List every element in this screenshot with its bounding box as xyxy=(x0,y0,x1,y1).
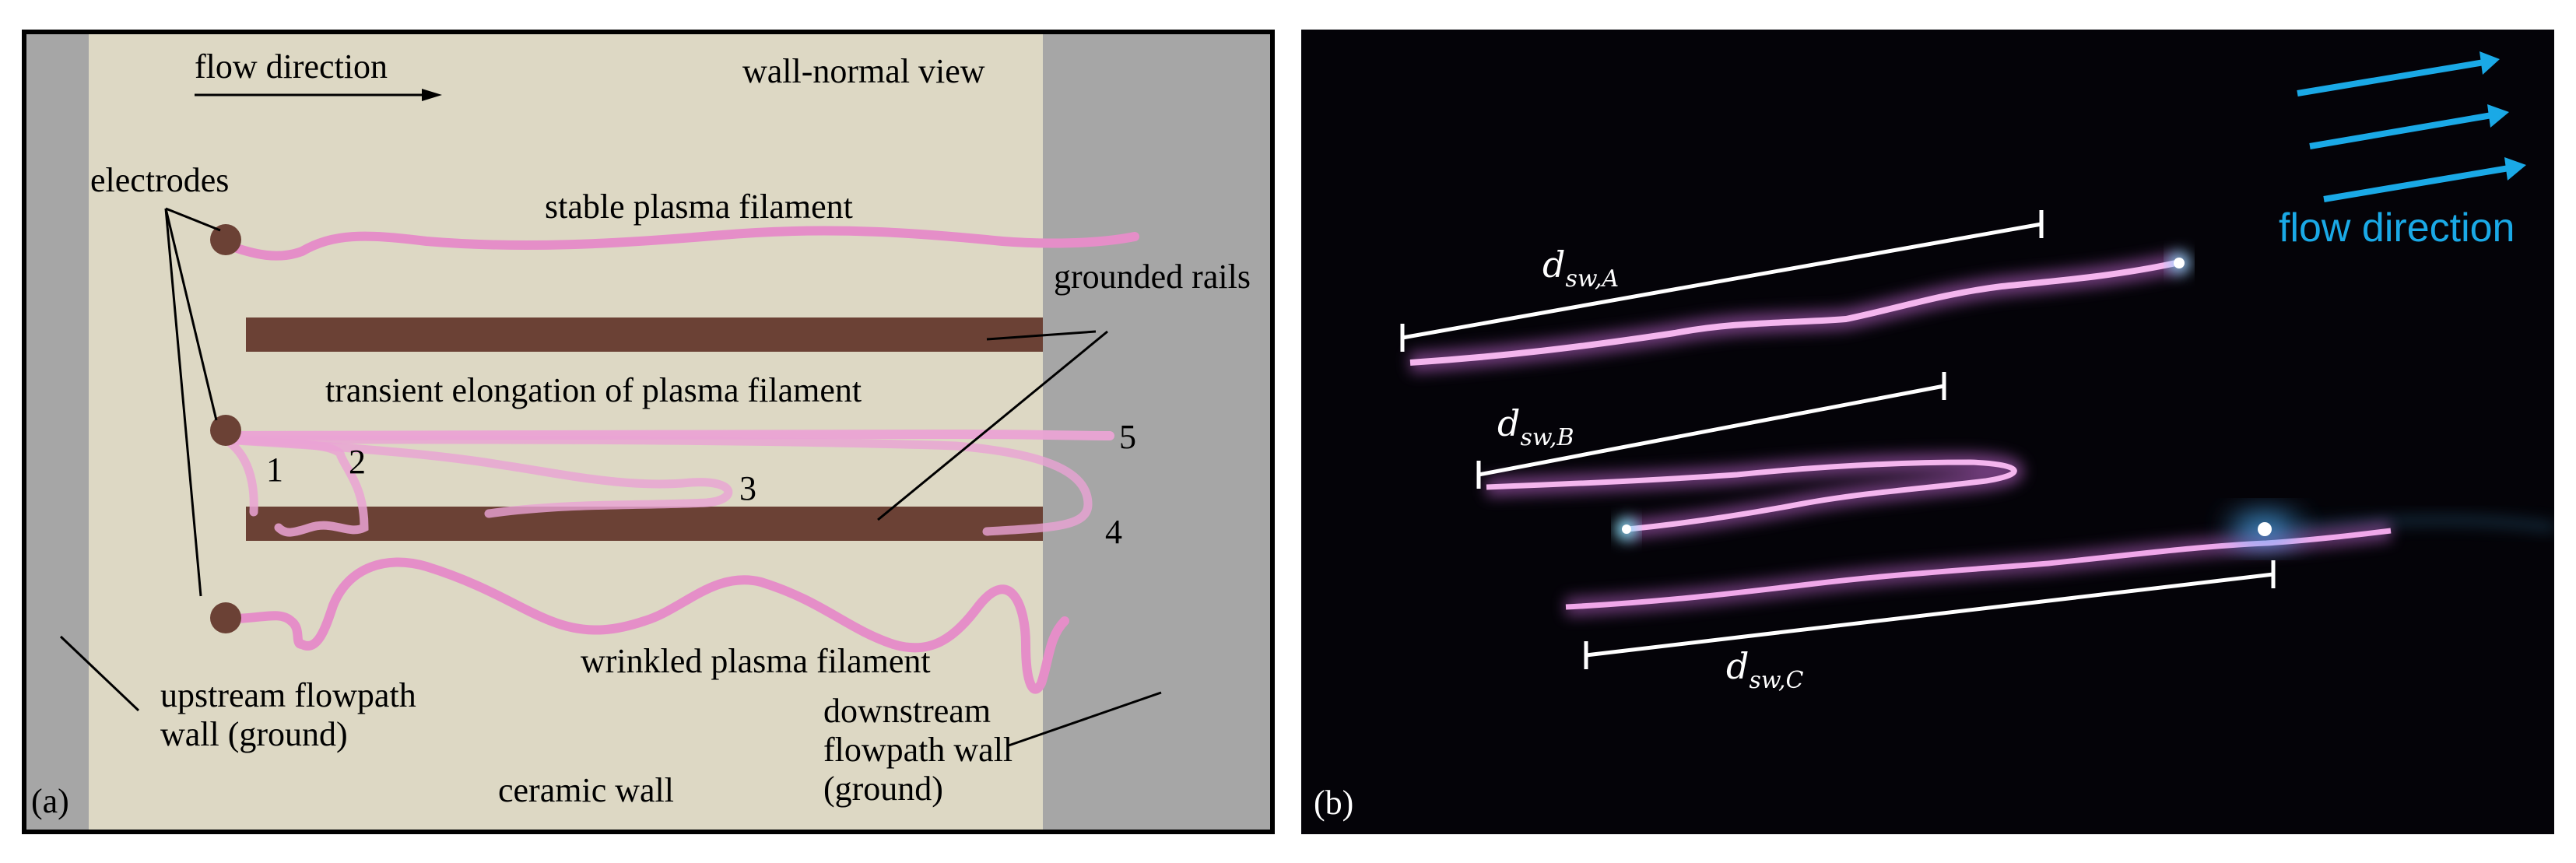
faint-streak xyxy=(2297,514,2554,533)
downstream-label-line2: flowpath wall xyxy=(823,731,1013,769)
measure-dsw-a xyxy=(1400,210,2044,352)
downstream-label-line3: (ground) xyxy=(823,770,943,808)
plasma-filament-a xyxy=(1409,252,2190,373)
wrinkled-plasma-filament xyxy=(221,557,1069,694)
panel-a-tag: (a) xyxy=(31,782,69,820)
panel-b-photo: dsw,A dsw,B dsw,C flow direction (b) xyxy=(1301,30,2554,834)
wrinkled-filament-label: wrinkled plasma filament xyxy=(581,642,931,680)
downstream-label-line1: downstream xyxy=(823,692,991,730)
panel-b: dsw,A dsw,B dsw,C flow direction (b) xyxy=(1301,30,2554,834)
electrode-bottom xyxy=(210,602,241,633)
panel-a: flow direction wall-normal view electrod… xyxy=(22,30,1275,834)
electrodes-label: electrodes xyxy=(90,161,229,199)
electrode-top xyxy=(210,224,241,255)
upstream-label-line2: wall (ground) xyxy=(160,715,348,753)
panel-a-border xyxy=(22,30,1275,834)
grounded-rails-label: grounded rails xyxy=(1054,258,1251,296)
transient-filament-3 xyxy=(221,435,733,518)
transient-filament-1 xyxy=(221,435,258,517)
panel-b-tag: (b) xyxy=(1314,784,1353,822)
upstream-leader xyxy=(59,635,140,712)
label-dsw-a: dsw,A xyxy=(1542,244,1619,293)
measure-dsw-c xyxy=(1584,560,2276,669)
photo-background xyxy=(1301,30,2554,834)
number-2: 2 xyxy=(349,443,366,481)
transient-filament-5 xyxy=(221,429,1114,440)
grounded-rail-lower xyxy=(246,507,1043,541)
measure-dsw-b xyxy=(1476,372,1946,489)
transient-label: transient elongation of plasma filament xyxy=(325,371,862,409)
number-3: 3 xyxy=(739,469,756,507)
grounded-rail-upper xyxy=(246,317,1043,352)
view-label: wall-normal view xyxy=(742,52,985,90)
number-1: 1 xyxy=(266,451,283,489)
rail-leaders xyxy=(877,330,1108,521)
downstream-leader xyxy=(1008,691,1162,747)
flow-direction-label: flow direction xyxy=(195,47,388,86)
flow-direction-arrow xyxy=(195,89,442,101)
plasma-filament-c xyxy=(1565,514,2392,616)
stable-filament-label: stable plasma filament xyxy=(545,188,853,226)
panel-a-diagram: flow direction wall-normal view electrod… xyxy=(22,30,1275,834)
transient-filaments xyxy=(221,429,1114,537)
ceramic-wall-label: ceramic wall xyxy=(498,771,674,809)
stable-plasma-filament xyxy=(221,226,1139,261)
label-dsw-c: dsw,C xyxy=(1726,645,1804,694)
plasma-filament-b xyxy=(1486,452,2024,540)
flow-direction-label-b: flow direction xyxy=(2279,205,2515,251)
number-4: 4 xyxy=(1105,513,1122,551)
electrode-leaders xyxy=(164,207,221,597)
upstream-label-line1: upstream flowpath xyxy=(160,676,416,714)
number-5: 5 xyxy=(1119,418,1136,456)
flow-direction-arrows xyxy=(2297,51,2526,202)
label-dsw-b: dsw,B xyxy=(1497,402,1574,451)
electrode-middle xyxy=(210,415,241,446)
